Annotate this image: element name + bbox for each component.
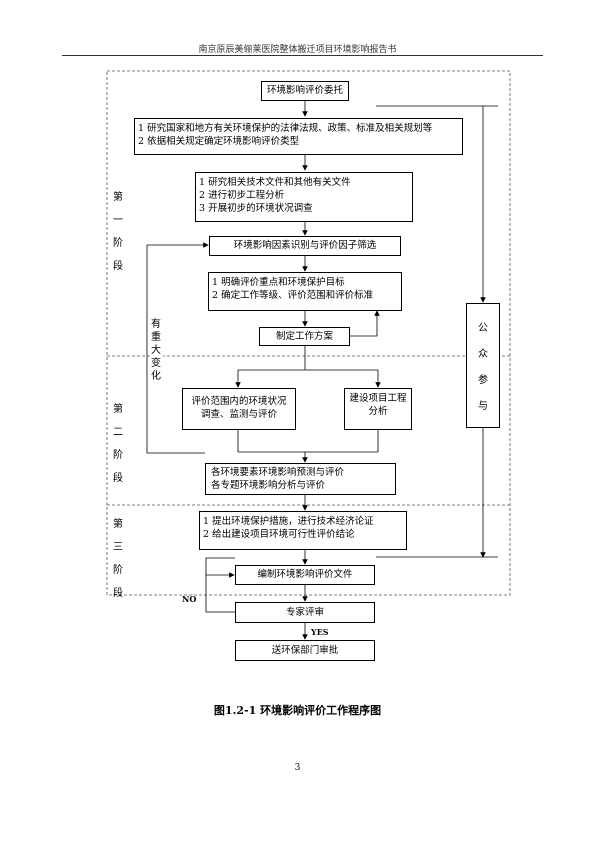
study-laws-box: 1 研究国家和地方有关环境保护的法律法规、政策、标准及相关规划等 2 依据相关规…: [134, 118, 463, 155]
stage1-char-2: 一: [113, 215, 123, 226]
study-laws-line-1: 1 研究国家和地方有关环境保护的法律法规、政策、标准及相关规划等: [138, 123, 433, 134]
prediction-line-2: 各专题环境影响分析与评价: [211, 480, 326, 491]
public-char-1: 公: [478, 323, 488, 334]
measures-line-1: 1 提出环境保护措施，进行技术经济论证: [203, 516, 374, 527]
project-analysis-box: 建设项目工程 分析: [344, 388, 412, 430]
public-participation-box: 公 众 参 与: [466, 303, 500, 428]
major-change-char-5: 化: [151, 371, 161, 382]
stage3-char-3: 阶: [113, 565, 123, 576]
stage3-char-1: 第: [113, 519, 123, 530]
header-rule: [62, 55, 543, 56]
study-tech-line-3: 3 开展初步的环境状况调查: [199, 203, 313, 214]
stage1-char-3: 阶: [113, 238, 123, 249]
compile-box: 编制环境影响评价文件: [235, 565, 375, 585]
work-plan-box: 制定工作方案: [259, 327, 350, 346]
stage2-char-1: 第: [113, 404, 123, 415]
project-analysis-line-2: 分析: [368, 406, 388, 417]
stage3-char-2: 三: [113, 542, 123, 553]
approval-label: 送环保部门审批: [271, 645, 339, 656]
study-tech-line-1: 1 研究相关技术文件和其他有关文件: [199, 177, 351, 188]
approval-box: 送环保部门审批: [235, 640, 375, 661]
objectives-box: 1 明确评价重点和环境保护目标 2 确定工作等级、评价范围和评价标准: [208, 272, 402, 311]
prediction-box: 各环境要素环境影响预测与评价 各专题环境影响分析与评价: [205, 463, 396, 495]
compile-label: 编制环境影响评价文件: [257, 569, 353, 580]
commission-label: 环境影响评价委托: [266, 85, 343, 96]
screening-box: 环境影响因素识别与评价因子筛选: [209, 236, 401, 256]
public-char-3: 参: [478, 375, 488, 386]
no-tag: NO: [182, 594, 197, 604]
study-laws-line-2: 2 依据相关规定确定环境影响评价类型: [138, 136, 300, 147]
measures-box: 1 提出环境保护措施，进行技术经济论证 2 给出建设项目环境可行性评价结论: [199, 511, 407, 550]
stage-frame: [106, 70, 511, 596]
major-change-char-3: 大: [151, 345, 161, 356]
page-number: 3: [294, 763, 301, 773]
yes-tag: YES: [311, 627, 329, 637]
study-tech-line-2: 2 进行初步工程分析: [199, 190, 285, 201]
commission-box: 环境影响评价委托: [261, 81, 349, 101]
stage1-char-1: 第: [113, 192, 123, 203]
env-survey-box: 评价范围内的环境状况 调查、监测与评价: [182, 388, 296, 430]
stage3-label: 第 三 阶 段: [113, 513, 125, 605]
env-survey-line-1: 评价范围内的环境状况: [191, 396, 287, 407]
screening-label: 环境影响因素识别与评价因子筛选: [233, 240, 377, 251]
major-change-char-1: 有: [151, 319, 161, 330]
project-analysis-line-1: 建设项目工程: [349, 393, 407, 404]
expert-review-box: 专家评审: [235, 602, 375, 623]
major-change-label: 有 重 大 变 化: [151, 318, 163, 383]
prediction-line-1: 各环境要素环境影响预测与评价: [211, 467, 345, 478]
stage2-char-2: 二: [113, 427, 123, 438]
major-change-char-2: 重: [151, 332, 161, 343]
work-plan-label: 制定工作方案: [275, 331, 333, 342]
figure-caption: 图1.2-1 环境影响评价工作程序图: [213, 704, 382, 717]
stage3-char-4: 段: [113, 588, 123, 599]
env-survey-line-2: 调查、监测与评价: [200, 409, 277, 420]
public-char-4: 与: [478, 401, 488, 412]
stage1-char-4: 段: [113, 261, 123, 272]
measures-line-2: 2 给出建设项目环境可行性评价结论: [203, 529, 355, 540]
study-tech-box: 1 研究相关技术文件和其他有关文件 2 进行初步工程分析 3 开展初步的环境状况…: [195, 172, 413, 222]
stage2-char-4: 段: [113, 473, 123, 484]
objectives-line-2: 2 确定工作等级、评价范围和评价标准: [212, 290, 374, 301]
expert-review-label: 专家评审: [285, 607, 324, 618]
major-change-char-4: 变: [151, 358, 161, 369]
stage1-label: 第 一 阶 段: [113, 186, 125, 278]
stage2-label: 第 二 阶 段: [113, 398, 125, 490]
objectives-line-1: 1 明确评价重点和环境保护目标: [212, 277, 345, 288]
public-char-2: 众: [478, 349, 488, 360]
stage2-char-3: 阶: [113, 450, 123, 461]
page-header: 南京原辰美俪莱医院整体搬迁项目环境影响报告书: [198, 45, 397, 55]
